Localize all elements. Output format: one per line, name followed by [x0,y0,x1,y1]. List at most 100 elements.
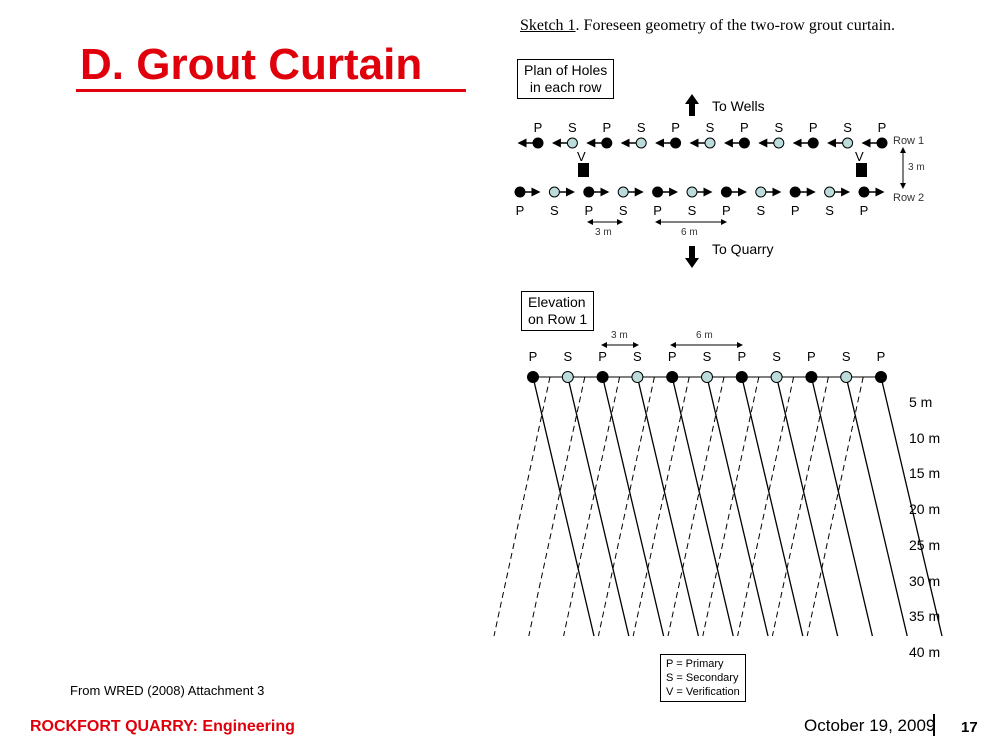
secondary-hole [631,371,644,383]
secondary-hole [755,186,767,198]
page-number: 17 [961,719,978,736]
depth-label: 5 m [909,394,933,410]
row2-hole-label: S [756,203,766,218]
elev-hole-label: P [737,349,747,364]
depth-label: 30 m [909,572,941,589]
primary-hole [666,371,679,383]
elev-dim-3m: 3 m [611,330,628,341]
secondary-hole [635,137,647,149]
row1-hole-label: P [740,120,749,135]
to-wells-label: To Wells [712,98,765,114]
inclined-hole [706,376,769,637]
row2-hole-label: S [825,203,834,218]
depth-label: 40 m [909,643,941,660]
row2-hole-projection [528,376,586,637]
inclined-hole [636,376,700,637]
elev-hole-label: P [598,349,607,364]
elev-hole-label: P [667,349,677,364]
row1-hole-label: S [843,120,852,135]
row2-hole-projection [702,376,760,637]
verification-hole [578,163,589,177]
row1-hole-label: S [705,120,715,135]
row2-hole-projection [806,376,864,637]
primary-hole [527,371,539,383]
row-spacing-label: 3 m [908,162,925,173]
arrow-down-icon [685,246,699,268]
secondary-hole [548,186,560,198]
depth-label: 10 m [909,429,941,446]
elev-dim-6m: 6 m [696,330,713,341]
secondary-hole [561,371,574,383]
depth-label: 20 m [909,501,941,518]
elev-hole-label: S [702,349,712,364]
title-underline [76,89,466,92]
footer-date: October 19, 2009 [804,716,936,735]
primary-hole [875,371,887,383]
primary-hole [514,186,526,198]
depth-label: 15 m [909,465,941,482]
inclined-hole [671,376,734,637]
inclined-hole [775,376,839,637]
row2-hole-label: P [859,203,869,218]
row2-hole-label: S [687,203,697,218]
row2-hole-projection [632,376,690,637]
elev-hole-label: P [528,349,538,364]
elev-box-line1: Elevation [528,294,586,310]
row1-hole-label: S [636,120,646,135]
row2-hole-projection [667,376,725,637]
row2-hole-projection [563,376,621,637]
row2-hole-label: S [618,203,628,218]
row2-hole-projection [737,376,795,637]
primary-hole [720,186,732,198]
primary-hole [807,137,819,149]
inclined-hole [880,376,943,637]
secondary-hole [617,186,629,198]
primary-hole [652,186,664,198]
plan-box-line2: in each row [529,79,602,95]
row1-hole-label: P [808,120,818,135]
primary-hole [670,137,682,149]
verification-label: V [577,149,586,164]
row2-hole-label: P [653,203,662,218]
secondary-hole [701,371,713,383]
row2-hole-label: P [584,203,594,218]
plan-dim-6m: 6 m [681,227,698,238]
secondary-hole [842,137,854,149]
row2-hole-projection [771,376,829,637]
row2-hole-projection [597,376,655,637]
source-note: From WRED (2008) Attachment 3 [70,683,265,698]
elev-hole-label: S [841,349,851,364]
secondary-hole [773,137,785,149]
row1-hole-label: P [877,120,887,135]
legend-verification: V = Verification [666,686,740,698]
sketch-caption: Sketch 1. Foreseen geometry of the two-r… [520,17,895,35]
elev-box-line2: on Row 1 [528,311,588,327]
to-quarry-label: To Quarry [712,241,774,257]
sketch-label: Sketch 1 [520,17,576,34]
inclined-hole [601,376,665,637]
secondary-hole [770,371,783,383]
inclined-hole [810,376,874,637]
row1-hole-label: S [774,120,784,135]
elev-hole-label: S [772,349,781,364]
legend-primary: P = Primary [666,658,724,670]
footer-title: ROCKFORT QUARRY: Engineering [30,718,295,735]
row1-hole-label: S [568,120,577,135]
depth-label: 35 m [909,608,941,625]
row2-hole-label: S [550,203,559,218]
secondary-hole [840,371,853,383]
legend-secondary: S = Secondary [666,672,739,684]
elev-hole-label: S [563,349,573,364]
depth-label: 25 m [909,536,941,553]
row2-hole-label: P [515,203,525,218]
legend: P = Primary S = Secondary V = Verificati… [660,654,746,702]
inclined-hole [532,376,595,637]
secondary-hole [686,186,698,198]
slide-title: D. Grout Curtain [80,40,423,89]
plan-dim-3m: 3 m [595,227,612,238]
sketch-caption-text: . Foreseen geometry of the two-row grout… [575,17,896,34]
